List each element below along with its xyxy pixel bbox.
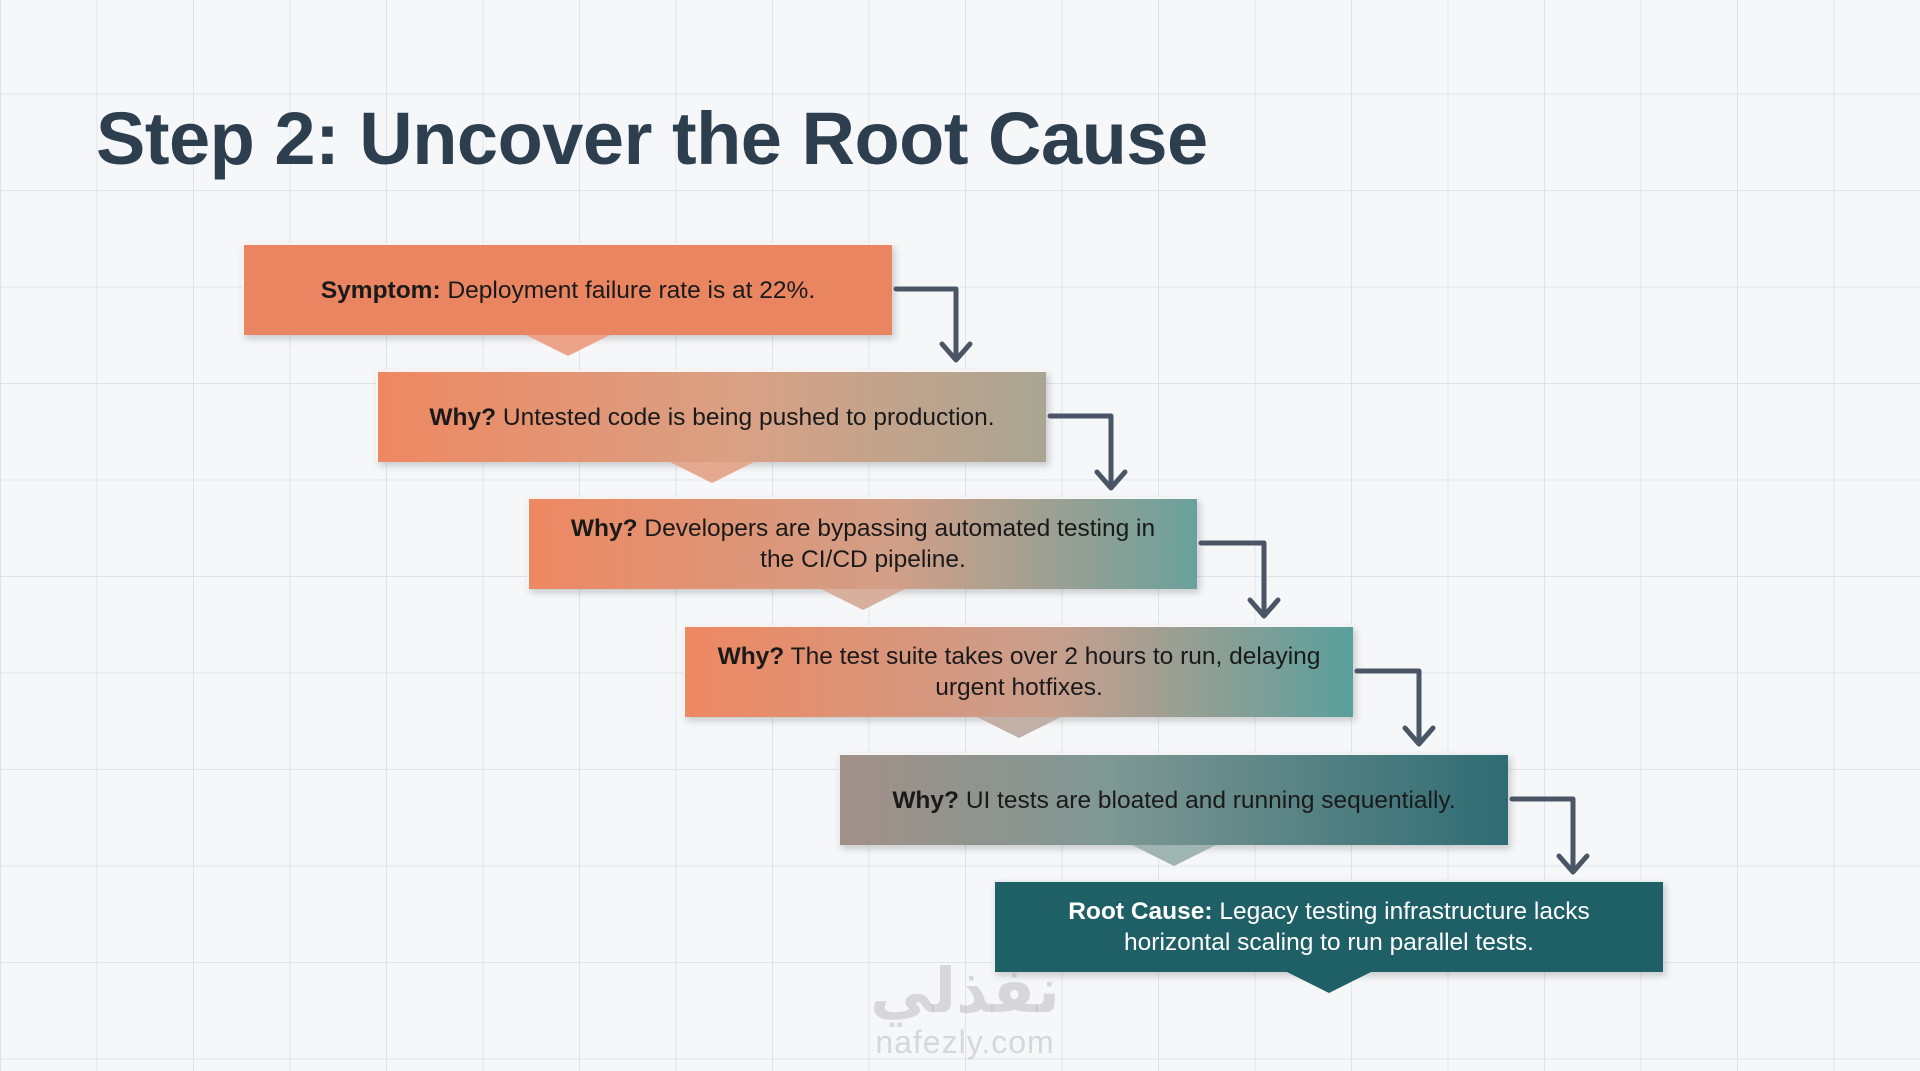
- step-text: Root Cause: Legacy testing infrastructur…: [1023, 896, 1635, 958]
- connector-arrow-4: [1354, 668, 1436, 747]
- step-description: Developers are bypassing automated testi…: [644, 515, 1156, 573]
- connector-arrow-1: [893, 286, 973, 363]
- step-label: Why?: [717, 643, 785, 670]
- step-text: Why? Developers are bypassing automated …: [557, 513, 1169, 575]
- connector-arrow-2: [1047, 413, 1128, 491]
- step-text: Why? The test suite takes over 2 hours t…: [713, 641, 1325, 703]
- step-label: Symptom:: [320, 276, 441, 304]
- step-text: Why? Untested code is being pushed to pr…: [429, 402, 994, 433]
- step-label: Why?: [570, 515, 638, 542]
- step-text: Symptom: Deployment failure rate is at 2…: [321, 275, 815, 306]
- page-title: Step 2: Uncover the Root Cause: [96, 97, 1208, 180]
- step-root-cause: Root Cause: Legacy testing infrastructur…: [993, 880, 1663, 972]
- step-why-2: Why? Developers are bypassing automated …: [527, 497, 1197, 589]
- step-symptom: Symptom: Deployment failure rate is at 2…: [242, 243, 892, 335]
- step-description: UI tests are bloated and running sequent…: [965, 786, 1456, 814]
- step-description: Untested code is being pushed to product…: [502, 403, 995, 431]
- step-why-4: Why? UI tests are bloated and running se…: [838, 753, 1508, 845]
- connector-arrow-5: [1509, 796, 1590, 875]
- connector-arrow-3: [1198, 540, 1281, 619]
- step-description: Deployment failure rate is at 22%.: [447, 276, 816, 304]
- watermark-logo: نفذلي nafezly.com: [855, 954, 1075, 1061]
- watermark-url: nafezly.com: [875, 1024, 1055, 1060]
- step-description: Legacy testing infrastructure lacks hori…: [1124, 898, 1590, 956]
- step-text: Why? UI tests are bloated and running se…: [892, 785, 1455, 816]
- step-why-1: Why? Untested code is being pushed to pr…: [376, 370, 1046, 462]
- watermark-arabic: نفذلي: [870, 954, 1060, 1027]
- step-why-3: Why? The test suite takes over 2 hours t…: [683, 625, 1353, 717]
- step-label: Root Cause:: [1068, 898, 1213, 925]
- step-description: The test suite takes over 2 hours to run…: [790, 643, 1321, 701]
- step-label: Why?: [892, 786, 959, 814]
- step-label: Why?: [429, 403, 497, 431]
